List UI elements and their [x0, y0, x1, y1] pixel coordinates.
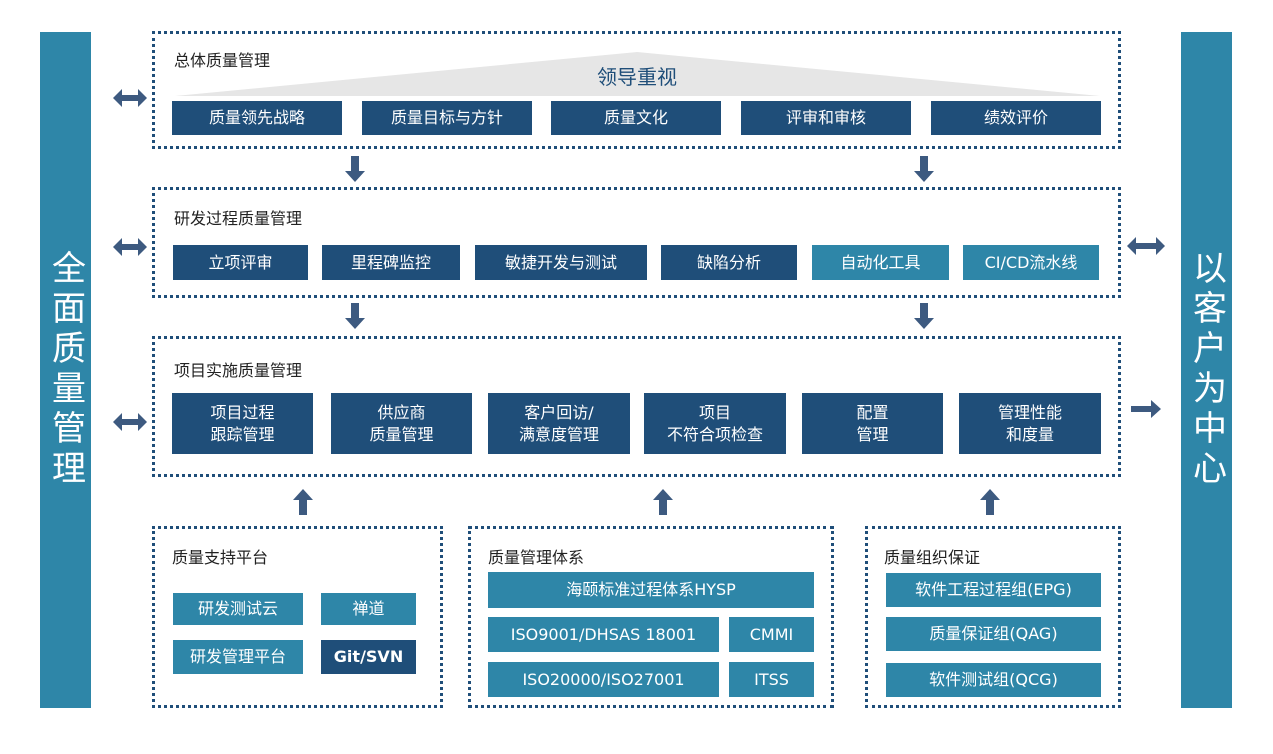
- support-title: 质量支持平台: [172, 548, 269, 567]
- project-panel: [152, 336, 1121, 477]
- project-item: 项目不符合项检查: [644, 393, 786, 454]
- support-item: Git/SVN: [321, 640, 416, 674]
- up-arrow-icon: [293, 489, 313, 515]
- support-item: 研发测试云: [173, 593, 303, 625]
- project-item-line: 质量管理: [369, 424, 434, 444]
- double-arrow-icon: [113, 89, 147, 107]
- up-arrow-icon: [980, 489, 1000, 515]
- overall-item: 质量领先战略: [172, 101, 342, 135]
- rnd-item: 缺陷分析: [661, 245, 797, 280]
- banner-label: 领导重视: [597, 65, 677, 89]
- support-panel: [152, 526, 443, 708]
- org-title: 质量组织保证: [884, 548, 981, 567]
- project-item-line: 供应商: [377, 402, 426, 422]
- down-arrow-icon: [914, 303, 934, 329]
- banner-triangle: [175, 52, 1100, 96]
- double-arrow-icon: [113, 238, 147, 256]
- project-item-line: 管理: [856, 424, 889, 444]
- project-item: 供应商质量管理: [331, 393, 472, 454]
- project-item-line: 满意度管理: [518, 424, 599, 444]
- system-item: ITSS: [729, 662, 814, 697]
- org-item: 软件测试组(QCG): [886, 663, 1101, 697]
- left-bar: 全面质量管理: [40, 32, 91, 708]
- project-item-line: 和度量: [1005, 424, 1054, 444]
- right-bar: 以客户为中心: [1181, 32, 1232, 708]
- project-item-line: 配置: [856, 402, 889, 422]
- project-title: 项目实施质量管理: [174, 361, 303, 380]
- project-item-line: 不符合项检查: [666, 424, 763, 444]
- system-panel: [468, 526, 834, 708]
- rnd-item: 敏捷开发与测试: [475, 245, 647, 280]
- project-item: 项目过程跟踪管理: [172, 393, 313, 454]
- project-item: 客户回访/满意度管理: [488, 393, 630, 454]
- system-item: ISO20000/ISO27001: [488, 662, 719, 697]
- overall-panel: [152, 31, 1121, 149]
- left-bar-label: 全面质量管理: [45, 250, 86, 490]
- double-arrow-icon: [1127, 237, 1165, 255]
- right-arrow-icon: [1131, 400, 1161, 418]
- down-arrow-icon: [914, 156, 934, 182]
- rnd-panel: [152, 187, 1121, 298]
- overall-item: 质量文化: [551, 101, 721, 135]
- overall-title: 总体质量管理: [174, 51, 271, 70]
- rnd-title: 研发过程质量管理: [174, 209, 303, 228]
- overall-item: 评审和审核: [741, 101, 911, 135]
- project-item-line: 跟踪管理: [210, 424, 275, 444]
- org-item: 软件工程过程组(EPG): [886, 573, 1101, 607]
- right-bar-label: 以客户为中心: [1186, 250, 1227, 490]
- rnd-item: 立项评审: [173, 245, 308, 280]
- support-item: 研发管理平台: [173, 640, 303, 674]
- system-item: 海颐标准过程体系HYSP: [488, 572, 814, 608]
- double-arrow-icon: [113, 413, 147, 431]
- overall-item: 绩效评价: [931, 101, 1101, 135]
- up-arrow-icon: [653, 489, 673, 515]
- down-arrow-icon: [345, 156, 365, 182]
- system-item: CMMI: [729, 617, 814, 652]
- system-title: 质量管理体系: [488, 548, 585, 567]
- rnd-item: 自动化工具: [812, 245, 949, 280]
- down-arrow-icon: [345, 303, 365, 329]
- support-item: 禅道: [321, 593, 416, 625]
- rnd-item: 里程碑监控: [322, 245, 460, 280]
- project-item-line: 项目过程: [210, 402, 275, 422]
- rnd-item: CI/CD流水线: [963, 245, 1099, 280]
- project-item: 配置管理: [802, 393, 943, 454]
- project-item: 管理性能和度量: [959, 393, 1101, 454]
- overall-item: 质量目标与方针: [362, 101, 532, 135]
- project-item-line: 客户回访/: [524, 402, 594, 422]
- project-item-line: 项目: [698, 402, 731, 422]
- system-item: ISO9001/DHSAS 18001: [488, 617, 719, 652]
- org-panel: [865, 526, 1121, 708]
- project-item-line: 管理性能: [997, 402, 1062, 422]
- org-item: 质量保证组(QAG): [886, 617, 1101, 651]
